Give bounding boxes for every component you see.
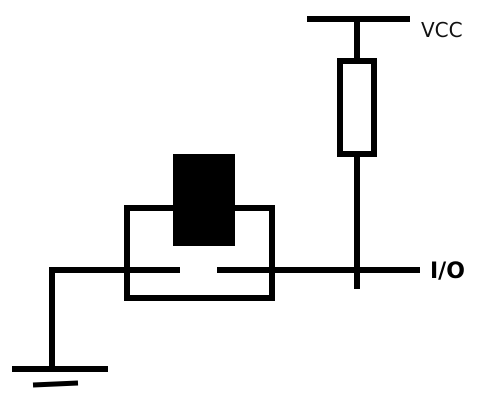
- ground-icon: [12, 366, 108, 388]
- switch-actuator: [173, 154, 235, 246]
- pullup-resistor: [337, 58, 377, 157]
- ground-bar-narrow: [32, 380, 79, 388]
- vcc-label: VCC: [421, 18, 463, 42]
- push-button-switch: [124, 154, 275, 301]
- io-label: I/O: [430, 259, 465, 284]
